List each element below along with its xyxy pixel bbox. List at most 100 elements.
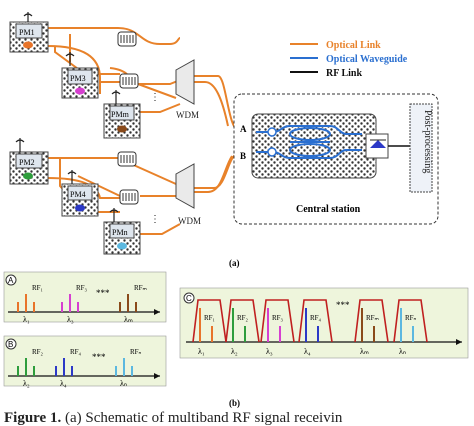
c-rf-3: RF₃ bbox=[272, 314, 284, 322]
coupler-a bbox=[267, 127, 277, 137]
legend-rf-label: RF Link bbox=[326, 68, 362, 79]
b-rf-1: RF₂ bbox=[32, 348, 44, 356]
spool-1 bbox=[117, 31, 137, 47]
a-rf-2: RF₃ bbox=[76, 284, 88, 292]
c-rf-6: RFₙ bbox=[405, 314, 417, 322]
a-rf-1: RF₁ bbox=[32, 284, 43, 292]
antenna-icon bbox=[23, 12, 33, 22]
c-filter-4 bbox=[298, 299, 333, 343]
modulator-pm2: PM2 bbox=[9, 138, 49, 185]
spectrum-b-marks bbox=[17, 358, 133, 376]
figure-caption: Figure 1. (a) Schematic of multiband RF … bbox=[4, 410, 474, 426]
c-rf-2: RF₂ bbox=[237, 314, 249, 322]
pm4-signal-dot bbox=[75, 204, 85, 212]
pm2-label: PM2 bbox=[19, 158, 35, 167]
c-lambda-5: λₘ bbox=[360, 347, 369, 356]
spool-4 bbox=[117, 151, 137, 167]
wdm-bottom bbox=[175, 163, 195, 209]
caption-text: (a) Schematic of multiband RF signal rec… bbox=[61, 410, 343, 426]
c-lambda-4: λ₄ bbox=[304, 347, 311, 356]
b-lambda-1: λ₂ bbox=[23, 379, 30, 388]
photonic-chip bbox=[251, 113, 377, 179]
central-station-label: Central station bbox=[296, 204, 361, 215]
modulator-pm1: PM1 bbox=[9, 12, 49, 53]
c-lambda-6: λₙ bbox=[399, 347, 406, 356]
pmm-signal-dot bbox=[117, 125, 127, 133]
spectrum-a-marks bbox=[17, 294, 137, 312]
spectrum-b-tag: B bbox=[8, 340, 13, 349]
port-b-label: B bbox=[240, 151, 246, 161]
wdm-label-bottom: WDM bbox=[178, 216, 201, 226]
vertical-dots-bottom: ⋮ bbox=[150, 214, 160, 225]
c-lambda-2: λ₂ bbox=[231, 347, 238, 356]
panel-b-label: (b) bbox=[229, 398, 240, 408]
a-lambda-1: λ₁ bbox=[23, 315, 30, 324]
spectrum-b-axis-arrow bbox=[154, 373, 160, 379]
spectrum-a-axis-arrow bbox=[154, 309, 160, 315]
spectrum-c-filters bbox=[192, 299, 428, 343]
pm1-signal-dot bbox=[23, 41, 33, 49]
photodetector bbox=[365, 133, 410, 159]
c-dots: *** bbox=[336, 300, 350, 310]
spool-2 bbox=[119, 73, 139, 89]
spectrum-c-marks bbox=[199, 308, 414, 342]
antenna-icon bbox=[67, 170, 77, 184]
spectrum-a-panel: A RF₁ RF₃ RFₘ *** λ₁ λ₃ λₘ bbox=[3, 271, 167, 324]
spectrum-b-tag-circle bbox=[5, 338, 17, 350]
modulator-pmm: PMm bbox=[103, 90, 141, 139]
modulator-pm4: PM4 bbox=[61, 170, 99, 217]
pm3-label: PM3 bbox=[70, 74, 86, 83]
legend-optical-label: Optical Link bbox=[326, 40, 381, 51]
spool-5 bbox=[119, 189, 139, 205]
wdm-label-top: WDM bbox=[176, 110, 199, 120]
b-rf-2: RF₄ bbox=[70, 348, 82, 356]
modulator-pmn: PMn bbox=[103, 208, 141, 255]
pm4-label: PM4 bbox=[70, 190, 86, 199]
antenna-icon bbox=[111, 90, 121, 104]
pm1-label: PM1 bbox=[19, 28, 35, 37]
pm2-signal-dot bbox=[23, 172, 33, 180]
a-lambda-2: λ₃ bbox=[67, 315, 74, 324]
pm3-signal-dot bbox=[75, 87, 85, 95]
c-filter-3 bbox=[260, 299, 295, 343]
b-dots: *** bbox=[92, 352, 106, 362]
spectrum-c-tag-circle bbox=[183, 292, 195, 304]
b-lambda-3: λₙ bbox=[120, 379, 127, 388]
spectrum-c-panel: C RF₁ RF₂ RF₃ RF₄ RFₘ bbox=[179, 287, 469, 359]
spectrum-b-panel: B RF₂ RF₄ RFₙ *** λ₂ λ₄ λₙ bbox=[3, 335, 167, 388]
antenna-icon bbox=[15, 138, 25, 152]
antenna-icon bbox=[109, 208, 119, 222]
coupler-b bbox=[267, 147, 277, 157]
modulator-pm3: PM3 bbox=[61, 52, 99, 99]
pmn-label: PMn bbox=[112, 228, 128, 237]
post-processing-block: Post-processing bbox=[409, 103, 433, 193]
b-rf-3: RFₙ bbox=[130, 348, 142, 356]
spectrum-c-axis-arrow bbox=[456, 339, 462, 345]
antenna-icon bbox=[65, 52, 75, 66]
spectrum-a-tag: A bbox=[8, 276, 14, 285]
caption-label: Figure 1. bbox=[4, 410, 62, 426]
c-filter-2 bbox=[225, 299, 260, 343]
c-lambda-3: λ₃ bbox=[266, 347, 273, 356]
a-rf-3: RFₘ bbox=[134, 284, 147, 292]
a-lambda-3: λₘ bbox=[124, 315, 133, 324]
legend-waveguide-label: Optical Waveguide bbox=[326, 54, 408, 65]
a-dots: *** bbox=[96, 288, 110, 298]
c-rf-4: RF₄ bbox=[310, 314, 322, 322]
b-lambda-2: λ₄ bbox=[60, 379, 67, 388]
pmn-signal-dot bbox=[117, 242, 127, 250]
spectrum-c-tag: C bbox=[186, 294, 192, 303]
c-filter-1 bbox=[192, 299, 227, 343]
post-processing-label: Post-processing bbox=[422, 110, 433, 173]
legend: Optical Link Optical Waveguide RF Link bbox=[290, 40, 408, 79]
port-a-label: A bbox=[240, 124, 247, 134]
c-lambda-1: λ₁ bbox=[198, 347, 205, 356]
waveguide-circuit bbox=[256, 125, 362, 159]
spectrum-a-tag-circle bbox=[5, 274, 17, 286]
c-rf-1: RF₁ bbox=[204, 314, 215, 322]
c-filter-6 bbox=[393, 299, 428, 343]
panel-a-label: (a) bbox=[229, 258, 240, 268]
c-rf-5: RFₘ bbox=[366, 314, 379, 322]
pmm-label: PMm bbox=[111, 110, 130, 119]
